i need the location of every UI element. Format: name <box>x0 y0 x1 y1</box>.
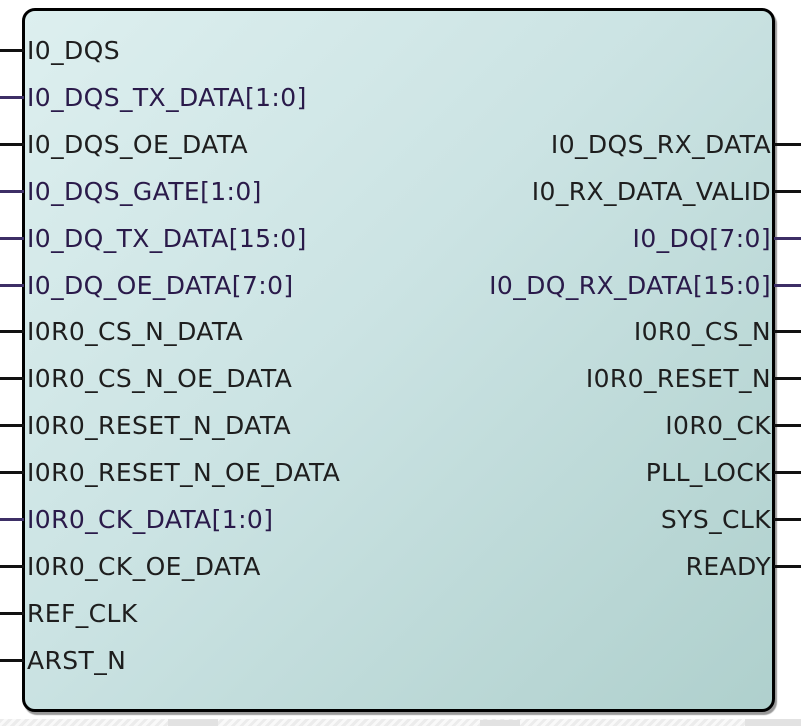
pin-I0_DQ[7:0][interactable]: I0_DQ[7:0] <box>0 223 801 255</box>
pin-stub-line <box>774 565 801 568</box>
pin-label: I0_DQ_TX_DATA[15:0] <box>27 224 307 253</box>
pin-I0R0_RESET_N_OE_DATA[interactable]: I0R0_RESET_N_OE_DATA <box>0 457 801 489</box>
pin-I0_DQS[interactable]: I0_DQS <box>0 35 801 67</box>
pin-label: I0_DQS_TX_DATA[1:0] <box>27 83 307 112</box>
pin-I0R0_RESET_N_DATA[interactable]: I0R0_RESET_N_DATA <box>0 410 801 442</box>
pin-READY[interactable]: READY <box>0 551 801 583</box>
pin-label: I0R0_CS_N <box>633 317 771 346</box>
pin-I0R0_RESET_N[interactable]: I0R0_RESET_N <box>0 363 801 395</box>
pin-label: I0_DQS_GATE[1:0] <box>27 177 262 206</box>
pin-stub-line <box>0 237 24 240</box>
pin-label: I0R0_CS_N_OE_DATA <box>27 364 293 393</box>
pin-stub-line <box>0 377 24 380</box>
pin-stub-line <box>0 565 24 568</box>
pin-PLL_LOCK[interactable]: PLL_LOCK <box>0 457 801 489</box>
pin-stub-line <box>0 143 24 146</box>
pin-stub-line <box>0 190 24 193</box>
pin-stub-line <box>0 424 24 427</box>
pin-stub-line <box>774 471 801 474</box>
pin-I0R0_CK_OE_DATA[interactable]: I0R0_CK_OE_DATA <box>0 551 801 583</box>
pin-stub-line <box>0 330 24 333</box>
pin-I0_DQ_OE_DATA[7:0][interactable]: I0_DQ_OE_DATA[7:0] <box>0 270 801 302</box>
pin-label: I0_DQS <box>27 36 120 65</box>
pin-stub-line <box>774 284 801 287</box>
cutoff-label-fragment <box>168 719 218 726</box>
ip-block-symbol[interactable] <box>22 8 775 712</box>
pin-stub-line <box>774 518 801 521</box>
pin-label: I0R0_CK_OE_DATA <box>27 552 261 581</box>
pin-label: I0_DQS_OE_DATA <box>27 130 249 159</box>
pin-label: I0_DQ_RX_DATA[15:0] <box>489 271 771 300</box>
pin-label: I0R0_CK_DATA[1:0] <box>27 505 274 534</box>
pin-I0R0_CK_DATA[1:0][interactable]: I0R0_CK_DATA[1:0] <box>0 504 801 536</box>
pin-I0_RX_DATA_VALID[interactable]: I0_RX_DATA_VALID <box>0 176 801 208</box>
pin-REF_CLK[interactable]: REF_CLK <box>0 598 801 630</box>
pin-label: I0R0_RESET_N <box>585 364 771 393</box>
pin-I0R0_CS_N_DATA[interactable]: I0R0_CS_N_DATA <box>0 316 801 348</box>
pin-stub-line <box>774 143 801 146</box>
pin-stub-line <box>0 96 24 99</box>
pin-stub-line <box>774 237 801 240</box>
pin-stub-line <box>0 612 24 615</box>
pin-label: READY <box>685 552 771 581</box>
pin-stub-line <box>0 49 24 52</box>
pin-stub-line <box>774 330 801 333</box>
pin-I0R0_CS_N_OE_DATA[interactable]: I0R0_CS_N_OE_DATA <box>0 363 801 395</box>
cutoff-label-fragment <box>480 720 520 726</box>
pin-I0_DQS_TX_DATA[1:0][interactable]: I0_DQS_TX_DATA[1:0] <box>0 82 801 114</box>
pin-ARST_N[interactable]: ARST_N <box>0 645 801 677</box>
pin-label: I0_DQS_RX_DATA <box>550 130 771 159</box>
pin-label: I0R0_CS_N_DATA <box>27 317 244 346</box>
pin-stub-line <box>774 190 801 193</box>
pin-label: SYS_CLK <box>660 505 771 534</box>
pin-label: I0_RX_DATA_VALID <box>531 177 771 206</box>
pin-label: ARST_N <box>27 646 127 675</box>
pin-stub-line <box>774 424 801 427</box>
pin-stub-line <box>0 284 24 287</box>
pin-label: I0R0_RESET_N_DATA <box>27 411 292 440</box>
pin-I0R0_CK[interactable]: I0R0_CK <box>0 410 801 442</box>
pin-I0R0_CS_N[interactable]: I0R0_CS_N <box>0 316 801 348</box>
cutoff-text-hatch <box>0 719 801 726</box>
pin-label: I0_DQ[7:0] <box>632 224 771 253</box>
pin-stub-line <box>0 518 24 521</box>
pin-SYS_CLK[interactable]: SYS_CLK <box>0 504 801 536</box>
cutoff-label-fragment <box>745 719 801 726</box>
pin-stub-line <box>774 377 801 380</box>
pin-I0_DQS_RX_DATA[interactable]: I0_DQS_RX_DATA <box>0 129 801 161</box>
pin-stub-line <box>0 659 24 662</box>
pin-I0_DQ_TX_DATA[15:0][interactable]: I0_DQ_TX_DATA[15:0] <box>0 223 801 255</box>
pin-label: I0R0_CK <box>665 411 771 440</box>
pin-label: I0_DQ_OE_DATA[7:0] <box>27 271 294 300</box>
pin-label: I0R0_RESET_N_OE_DATA <box>27 458 341 487</box>
pin-stub-line <box>0 471 24 474</box>
pin-I0_DQS_OE_DATA[interactable]: I0_DQS_OE_DATA <box>0 129 801 161</box>
pin-I0_DQ_RX_DATA[15:0][interactable]: I0_DQ_RX_DATA[15:0] <box>0 270 801 302</box>
pin-label: REF_CLK <box>27 599 138 628</box>
pin-I0_DQS_GATE[1:0][interactable]: I0_DQS_GATE[1:0] <box>0 176 801 208</box>
pin-label: PLL_LOCK <box>645 458 771 487</box>
